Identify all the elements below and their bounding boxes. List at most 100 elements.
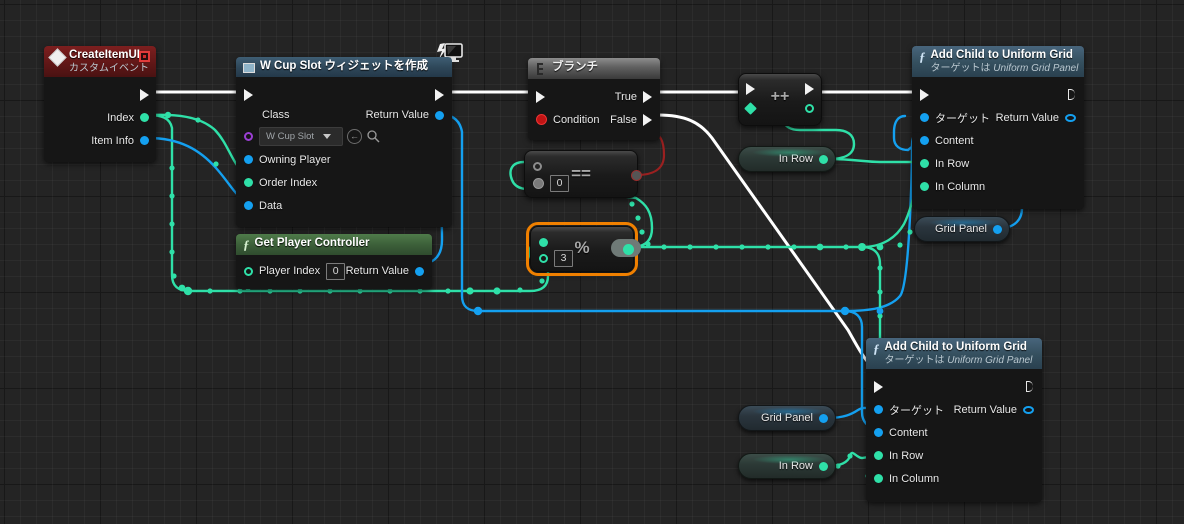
pin-value-ref-in[interactable]	[744, 101, 757, 115]
pin-label-content: Content	[889, 426, 928, 439]
node-body: ターゲット Return Value Content In Row	[866, 369, 1042, 503]
node-increment[interactable]: ++	[738, 73, 822, 126]
node-add-child-uniform-grid-top[interactable]: ƒ Add Child to Uniform Grid ターゲットは Unifo…	[912, 46, 1084, 210]
pin-value-out[interactable]	[805, 103, 814, 113]
var-label: Grid Panel	[761, 412, 813, 424]
browse-asset-icon[interactable]: ←	[347, 128, 362, 144]
node-title: W Cup Slot ウィジェットを作成	[260, 60, 429, 72]
pin-class-in[interactable]	[244, 131, 253, 141]
pin-player-index-in[interactable]	[244, 266, 253, 276]
value-player-index[interactable]: 0	[326, 262, 346, 280]
diamond-event-icon	[48, 48, 67, 67]
pin-label-order-index: Order Index	[259, 176, 318, 189]
node-header: ƒ Add Child to Uniform Grid ターゲットは Unifo…	[912, 46, 1084, 78]
value-b[interactable]: 0	[550, 175, 569, 192]
pin-label-owning-player: Owning Player	[259, 153, 331, 166]
pin-content-in[interactable]	[920, 136, 929, 146]
exec-out-pin[interactable]	[1026, 381, 1034, 393]
pin-row-b: 0	[533, 175, 629, 192]
operator-glyph: ==	[571, 164, 591, 183]
pin-row-in-column: In Column	[874, 467, 1034, 490]
pin-in-row-in[interactable]	[920, 159, 929, 169]
pin-in-column-in[interactable]	[920, 182, 929, 192]
pin-result-out[interactable]	[623, 244, 634, 255]
delegate-output-icon[interactable]	[139, 51, 150, 62]
exec-in-pin[interactable]	[920, 88, 929, 101]
node-branch[interactable]: ブランチ True Condition False	[528, 58, 660, 140]
pin-target-in[interactable]	[920, 113, 929, 123]
pin-b-in[interactable]	[533, 178, 544, 189]
pin-in-row-in[interactable]	[874, 451, 883, 461]
pin-row-content: Content	[874, 421, 1034, 444]
pin-return-value-out[interactable]	[415, 266, 424, 276]
exec-in-pin[interactable]	[244, 88, 253, 101]
pin-label-condition: Condition	[553, 113, 600, 126]
pin-label-index: Index	[107, 111, 134, 124]
pin-index-out[interactable]	[140, 113, 149, 123]
pin-in-column-in[interactable]	[874, 474, 883, 484]
pin-data-in[interactable]	[244, 201, 253, 210]
pin-grid-panel-out[interactable]	[993, 224, 1002, 234]
function-icon: ƒ	[243, 237, 250, 252]
node-var-in-row-bottom[interactable]: In Row	[738, 453, 836, 479]
node-equals[interactable]: == 0	[524, 150, 642, 198]
node-body: Class Return Value W Cup Slot ←	[236, 77, 452, 227]
var-label: In Row	[778, 460, 813, 472]
pin-target-in[interactable]	[874, 405, 883, 415]
node-header: W Cup Slot ウィジェットを作成	[236, 57, 452, 77]
pin-in-row-out[interactable]	[819, 461, 828, 471]
value-b[interactable]: 3	[554, 249, 573, 267]
node-create-item-ui[interactable]: CreateItemUI カスタムイベント Index Item Info	[44, 46, 156, 163]
exec-out-pin[interactable]	[435, 88, 444, 101]
pin-label-in-column: In Column	[889, 472, 940, 485]
node-create-widget[interactable]: W Cup Slot ウィジェットを作成 Class Return Value	[236, 43, 463, 227]
exec-out-pin[interactable]	[805, 83, 814, 95]
exec-out-pin[interactable]	[1068, 89, 1076, 101]
exec-out-row	[51, 83, 149, 106]
node-var-grid-panel-top[interactable]: Grid Panel	[914, 216, 1010, 242]
pin-row-a	[539, 234, 625, 250]
branch-icon	[535, 63, 547, 75]
node-var-in-row-top[interactable]: In Row	[738, 146, 836, 172]
widget-icon	[243, 63, 255, 73]
pin-row-in-column: In Column	[920, 175, 1076, 198]
class-dropdown[interactable]: W Cup Slot	[259, 126, 343, 146]
pin-content-in[interactable]	[874, 428, 883, 438]
pin-condition-in[interactable]	[536, 114, 547, 125]
pin-row-class: Class Return Value	[244, 106, 444, 124]
exec-false-pin[interactable]	[643, 113, 652, 126]
pin-item-info-out[interactable]	[140, 136, 149, 146]
pin-label-item-info: Item Info	[91, 134, 134, 147]
pin-return-value-out[interactable]	[435, 110, 444, 120]
pin-owning-player-in[interactable]	[244, 155, 253, 164]
exec-in-pin[interactable]	[746, 83, 755, 95]
node-get-player-controller[interactable]: ƒ Get Player Controller Player Index 0 R…	[236, 234, 432, 289]
pin-label-return-value: Return Value	[345, 265, 409, 277]
exec-out-pin[interactable]	[140, 88, 149, 101]
pin-result-out[interactable]	[631, 170, 642, 181]
pin-return-value-out[interactable]	[1023, 405, 1034, 414]
exec-in-pin[interactable]	[874, 380, 883, 393]
exec-true-pin[interactable]	[643, 90, 652, 103]
search-asset-icon[interactable]	[366, 129, 380, 143]
node-title: CreateItemUI	[69, 49, 140, 61]
exec-in-pin[interactable]	[536, 90, 545, 103]
pin-a-in[interactable]	[539, 237, 548, 247]
pin-row-item-info: Item Info	[51, 129, 149, 152]
pin-grid-panel-out[interactable]	[819, 413, 828, 423]
pin-b-in[interactable]	[539, 253, 548, 263]
node-var-grid-panel-bottom[interactable]: Grid Panel	[738, 405, 836, 431]
pin-return-value-out[interactable]	[1065, 113, 1076, 122]
pin-row-target: ターゲット Return Value	[874, 398, 1034, 421]
node-modulo[interactable]: % 3	[526, 222, 641, 276]
var-label: Grid Panel	[935, 223, 987, 235]
pin-row-index: Index	[51, 106, 149, 129]
node-add-child-uniform-grid-bottom[interactable]: ƒ Add Child to Uniform Grid ターゲットは Unifo…	[866, 338, 1042, 503]
pin-label-in-row: In Row	[935, 157, 970, 170]
pin-label-return-value: Return Value	[995, 111, 1059, 124]
pin-a-in[interactable]	[533, 162, 542, 171]
node-subtitle: ターゲットは Uniform Grid Panel	[884, 354, 1033, 366]
pin-order-index-in[interactable]	[244, 178, 253, 187]
pin-in-row-out[interactable]	[819, 154, 828, 164]
